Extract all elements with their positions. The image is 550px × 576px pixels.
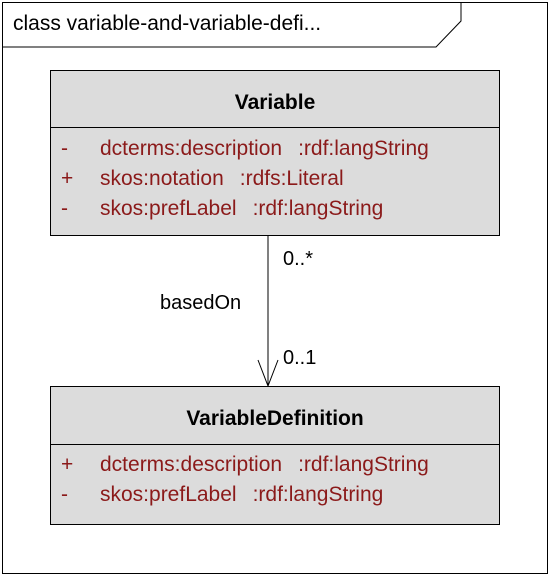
class-variable[interactable]: Variable - dcterms:description :rdf:langS…	[50, 70, 500, 236]
class-variable-definition[interactable]: VariableDefinition + dcterms:description…	[50, 386, 500, 525]
frame-title-tab	[3, 3, 462, 48]
attribute-visibility: -	[61, 137, 68, 160]
attribute-row[interactable]: + dcterms:description :rdf:langString	[51, 453, 499, 483]
attribute-visibility: +	[61, 167, 74, 190]
attribute-name: skos:notation	[100, 167, 224, 190]
attribute-type: :rdfs:Literal	[239, 167, 344, 190]
attribute-type: :rdf:langString	[298, 137, 429, 160]
attribute-name: dcterms:description	[100, 137, 283, 160]
class-name: VariableDefinition	[186, 407, 364, 430]
association-name: basedOn	[160, 292, 242, 314]
class-divider	[51, 444, 499, 445]
diagram-title: class variable-and-variable-defi...	[13, 12, 322, 35]
attribute-row[interactable]: - skos:prefLabel :rdf:langString	[51, 197, 499, 227]
attribute-type: :rdf:langString	[298, 453, 429, 476]
attribute-row[interactable]: - skos:prefLabel :rdf:langString	[51, 483, 499, 513]
attribute-name: dcterms:description	[100, 453, 283, 476]
attribute-name: skos:prefLabel	[100, 197, 237, 220]
attribute-name: skos:prefLabel	[100, 483, 237, 506]
attribute-visibility: +	[61, 453, 74, 476]
target-multiplicity: 0..1	[283, 347, 317, 369]
class-divider	[51, 127, 499, 128]
attribute-row[interactable]: - dcterms:description :rdf:langString	[51, 137, 499, 167]
attribute-visibility: -	[61, 197, 68, 220]
attribute-type: :rdf:langString	[252, 197, 384, 220]
class-name: Variable	[234, 91, 316, 114]
attribute-visibility: -	[61, 483, 68, 506]
source-multiplicity: 0..*	[283, 248, 314, 270]
attribute-type: :rdf:langString	[252, 483, 384, 506]
attribute-row[interactable]: + skos:notation :rdfs:Literal	[51, 167, 499, 197]
